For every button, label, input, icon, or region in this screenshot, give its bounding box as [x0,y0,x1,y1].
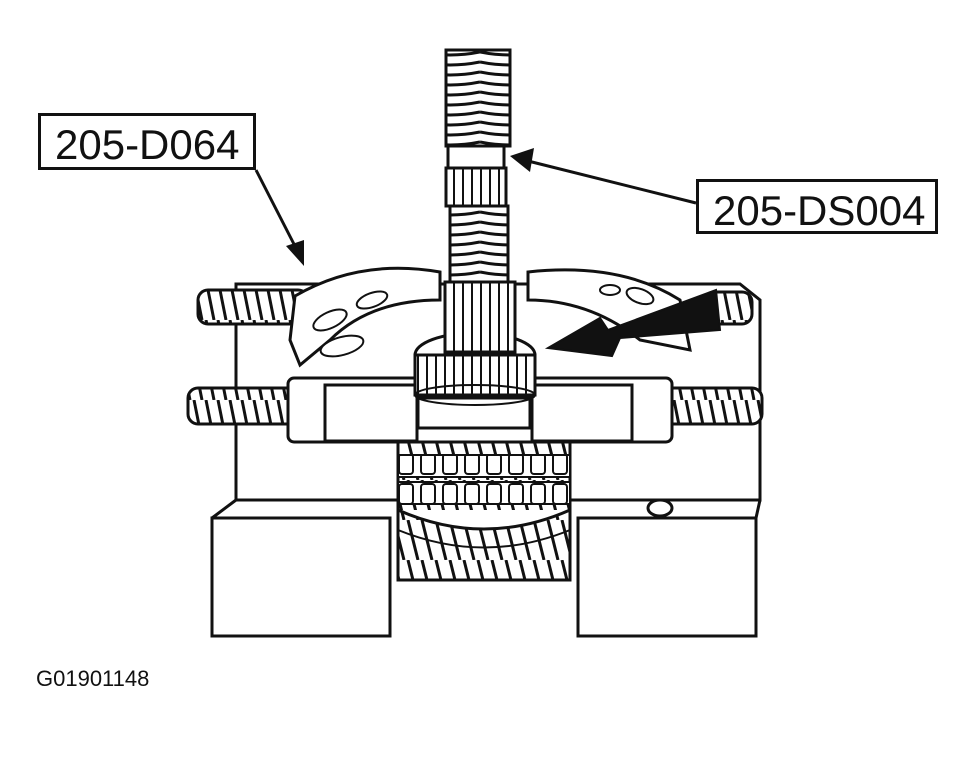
leader-lines [254,148,697,266]
direction-arrow [544,288,722,358]
tool-label-205-d064: 205-D064 [38,113,256,170]
figure-id: G01901148 [36,666,150,691]
tool-label-205-ds004: 205-DS004 [696,179,938,234]
output-shaft [443,48,517,354]
threaded-rods [186,288,764,426]
gear-stack [396,438,572,582]
